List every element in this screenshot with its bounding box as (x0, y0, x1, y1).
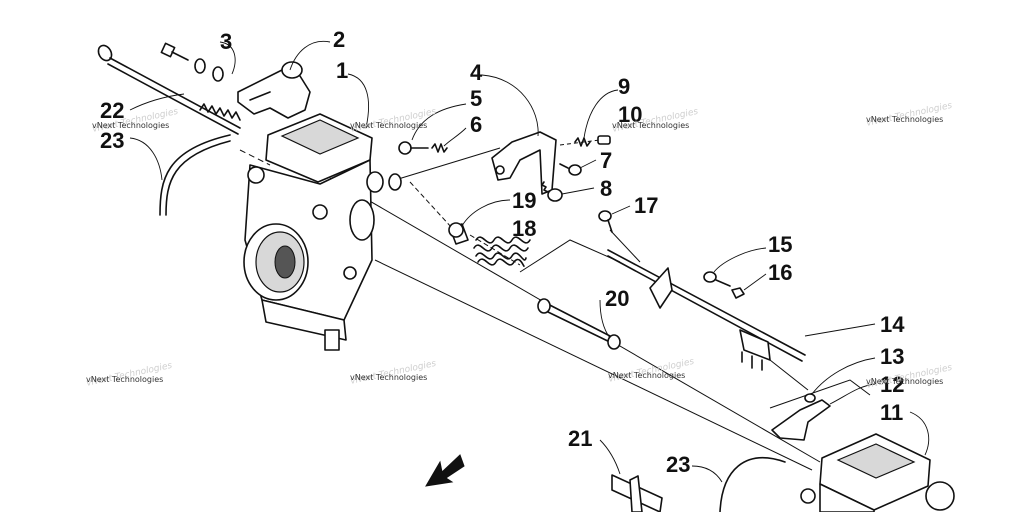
callout-23-left: 23 (100, 128, 124, 153)
callout-19: 19 (512, 188, 536, 213)
part-1-carburetor (243, 113, 402, 351)
svg-text:vNext Technologies: vNext Technologies (866, 115, 943, 124)
callout-18: 18 (512, 216, 536, 241)
callout-numbers: 1 2 3 4 5 6 7 8 9 10 11 12 13 14 15 16 1… (100, 27, 905, 477)
svg-text:vNext Technologies: vNext Technologies (612, 121, 689, 130)
part-14-throttle-shaft (607, 249, 806, 371)
part-21-t-fitting (611, 474, 663, 512)
watermark: vNext Technologies vNext Technologies (85, 361, 173, 389)
callout-11: 11 (880, 400, 903, 425)
part-23-vent-hose-right (719, 457, 786, 512)
callout-16: 16 (768, 260, 792, 285)
callout-8: 8 (600, 176, 612, 201)
watermark: vNext Technologies vNext Technologies (349, 107, 437, 135)
part-19-bushing (448, 222, 469, 245)
watermark: vNext Technologies vNext Technologies (607, 357, 695, 385)
watermark: vNext Technologies vNext Technologies (865, 363, 953, 391)
part-3-screw-and-washers (160, 42, 224, 82)
part-2-cable-cover (237, 61, 311, 119)
part-9-10-screw-and-spring (574, 135, 611, 147)
callout-22: 22 (100, 98, 124, 123)
part-23-vent-hose-left (159, 134, 231, 216)
callout-21: 21 (568, 426, 592, 451)
callout-6: 6 (470, 112, 482, 137)
watermark: vNext Technologies vNext Technologies (349, 359, 437, 387)
part-4-throttle-bracket (491, 131, 557, 195)
front-direction-arrow-icon (425, 454, 465, 487)
callout-12: 12 (880, 372, 904, 397)
callout-13: 13 (880, 344, 904, 369)
callout-4: 4 (470, 60, 483, 85)
callout-14: 14 (880, 312, 905, 337)
callout-3: 3 (220, 29, 232, 54)
callout-15: 15 (768, 232, 792, 257)
callout-2: 2 (333, 27, 345, 52)
part-22-long-bolt (97, 44, 241, 135)
callout-23-bottom: 23 (666, 452, 690, 477)
svg-text:vNext Technologies: vNext Technologies (866, 377, 943, 386)
callout-17: 17 (634, 193, 658, 218)
part-7-screw (559, 163, 582, 176)
svg-text:vNext Technologies: vNext Technologies (92, 121, 169, 130)
callout-7: 7 (600, 148, 612, 173)
callout-1: 1 (336, 58, 348, 83)
callout-10: 10 (618, 102, 642, 127)
part-5-6-adjust-screw-and-spring (398, 141, 448, 155)
callout-5: 5 (470, 86, 482, 111)
callout-9: 9 (618, 74, 630, 99)
part-15-16-screw-and-nut (703, 271, 745, 299)
part-11-carburetor (800, 433, 955, 512)
svg-text:vNext Technologies: vNext Technologies (350, 373, 427, 382)
callout-20: 20 (605, 286, 629, 311)
callout-leader-lines (129, 40, 930, 483)
part-12-13-bracket-and-screw (771, 393, 831, 441)
watermark: vNext Technologies vNext Technologies (865, 101, 953, 129)
part-8-screw (541, 181, 563, 202)
part-17-screw (598, 210, 613, 233)
part-20-shaft-tube (537, 298, 621, 350)
svg-text:vNext Technologies: vNext Technologies (350, 121, 427, 130)
svg-text:vNext Technologies: vNext Technologies (86, 375, 163, 384)
svg-text:vNext Technologies: vNext Technologies (608, 371, 685, 380)
part-18-return-spring (473, 236, 531, 267)
